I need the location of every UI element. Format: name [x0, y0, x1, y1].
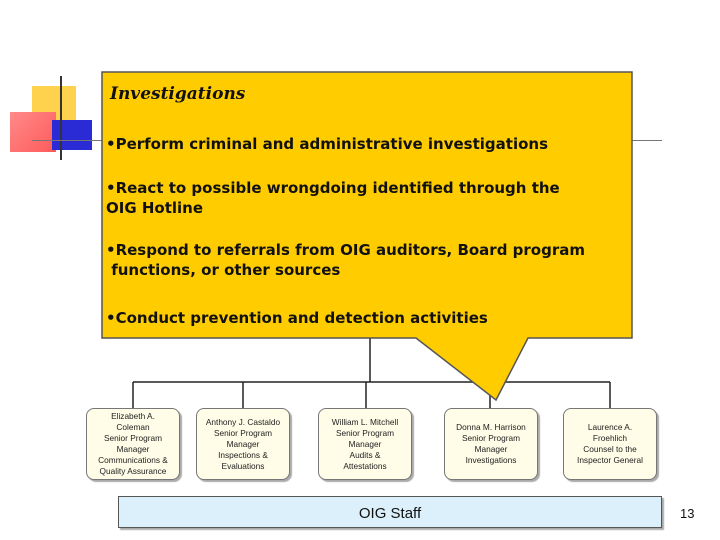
org-box-coleman-text: Elizabeth A. Coleman Senior Program Mana… [98, 411, 168, 476]
page-number: 13 [680, 506, 695, 521]
org-box-castaldo-text: Anthony J. Castaldo Senior Program Manag… [205, 416, 281, 471]
callout-title: Investigations [110, 84, 246, 104]
org-box-coleman: Elizabeth A. Coleman Senior Program Mana… [86, 408, 180, 480]
bullet-react-hotline: •React to possible wrongdoing identified… [106, 179, 560, 217]
org-box-castaldo: Anthony J. Castaldo Senior Program Manag… [196, 408, 290, 480]
oig-staff-bar: OIG Staff [118, 496, 662, 528]
bullet-prevention-detection: •Conduct prevention and detection activi… [106, 309, 488, 327]
org-box-harrison: Donna M. Harrison Senior Program Manager… [444, 408, 538, 480]
decorative-square-red [10, 112, 56, 152]
org-box-froehlich-text: Laurence A. Froehlich Counsel to the Ins… [577, 422, 643, 465]
bullet-respond-referrals: •Respond to referrals from OIG auditors,… [106, 241, 585, 279]
org-box-mitchell: William L. Mitchell Senior Program Manag… [318, 408, 412, 480]
org-box-froehlich: Laurence A. Froehlich Counsel to the Ins… [563, 408, 657, 480]
decorative-vertical-line [60, 76, 62, 160]
org-box-mitchell-text: William L. Mitchell Senior Program Manag… [331, 416, 399, 471]
org-box-harrison-text: Donna M. Harrison Senior Program Manager… [456, 422, 526, 465]
bullet-perform-investigations: •Perform criminal and administrative inv… [106, 135, 549, 153]
decorative-square-blue [52, 120, 92, 150]
